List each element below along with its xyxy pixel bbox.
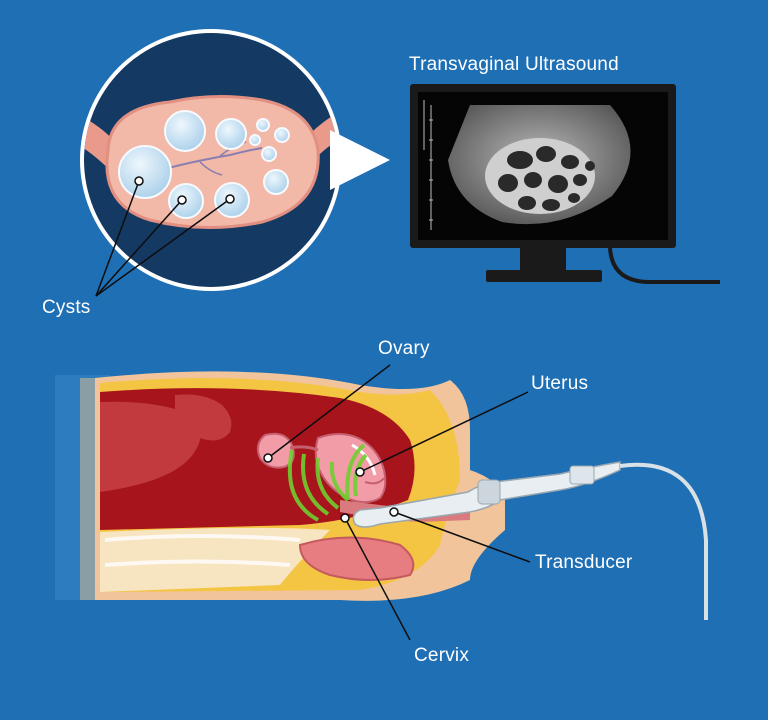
body-cross-section <box>55 371 708 620</box>
transducer-cable <box>619 462 708 620</box>
ovary-label: Ovary <box>378 338 430 359</box>
transducer-label: Transducer <box>535 552 633 573</box>
ultrasound-monitor <box>410 84 720 284</box>
ovary-magnified-circle <box>80 29 390 291</box>
transducer-probe <box>352 461 708 620</box>
bladder <box>298 536 415 581</box>
cervix-label: Cervix <box>414 645 470 666</box>
ultrasound-waves <box>287 443 368 522</box>
cysts-label: Cysts <box>42 297 91 318</box>
pointer-triangle <box>330 130 390 190</box>
monitor-title: Transvaginal Ultrasound <box>409 54 619 75</box>
uterus-label: Uterus <box>531 373 589 394</box>
organ-callout-lines <box>263 364 531 641</box>
cysts-group <box>118 110 290 219</box>
cysts-callout-lines <box>95 176 235 297</box>
